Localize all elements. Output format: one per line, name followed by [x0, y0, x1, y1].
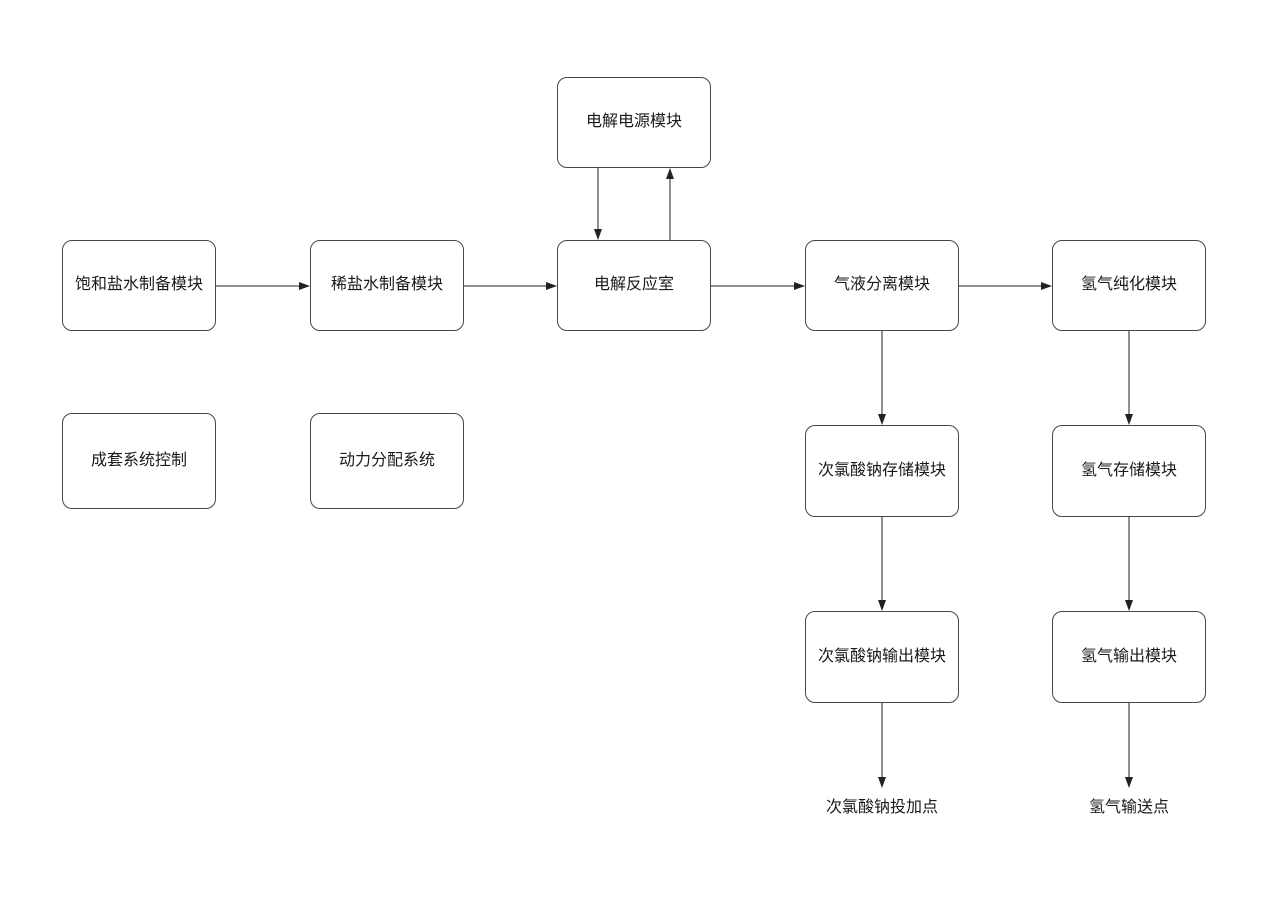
node-system-control[interactable]: 成套系统控制: [62, 413, 216, 509]
node-electrolysis-chamber[interactable]: 电解反应室: [557, 240, 711, 331]
node-h2-storage[interactable]: 氢气存储模块: [1052, 425, 1206, 517]
node-label: 氢气输出模块: [1080, 647, 1177, 665]
node-label: 饱和盐水制备模块: [74, 276, 203, 294]
node-label: 次氯酸钠存储模块: [817, 461, 946, 479]
node-label: 电解反应室: [593, 276, 674, 294]
node-power-distribution[interactable]: 动力分配系统: [310, 413, 464, 509]
node-naclo-output[interactable]: 次氯酸钠输出模块: [805, 611, 959, 703]
node-label: 成套系统控制: [90, 451, 187, 469]
node-dilute-brine[interactable]: 稀盐水制备模块: [310, 240, 464, 331]
node-gas-liquid-separator[interactable]: 气液分离模块: [805, 240, 959, 331]
node-saturated-brine[interactable]: 饱和盐水制备模块: [62, 240, 216, 331]
node-h2-output[interactable]: 氢气输出模块: [1052, 611, 1206, 703]
node-naclo-storage[interactable]: 次氯酸钠存储模块: [805, 425, 959, 517]
node-label: 气液分离模块: [833, 276, 930, 294]
node-label: 氢气存储模块: [1080, 461, 1177, 479]
node-label: 电解电源模块: [585, 113, 682, 131]
node-label: 次氯酸钠输出模块: [817, 647, 946, 665]
node-label: 氢气纯化模块: [1080, 276, 1177, 294]
terminal-naclo-dosing-point[interactable]: 次氯酸钠投加点: [825, 799, 938, 816]
node-label: 动力分配系统: [338, 451, 435, 469]
terminal-h2-delivery-point[interactable]: 氢气输送点: [1088, 799, 1169, 816]
node-h2-purification[interactable]: 氢气纯化模块: [1052, 240, 1206, 331]
node-label: 稀盐水制备模块: [330, 276, 443, 294]
node-power-module[interactable]: 电解电源模块: [557, 77, 711, 168]
